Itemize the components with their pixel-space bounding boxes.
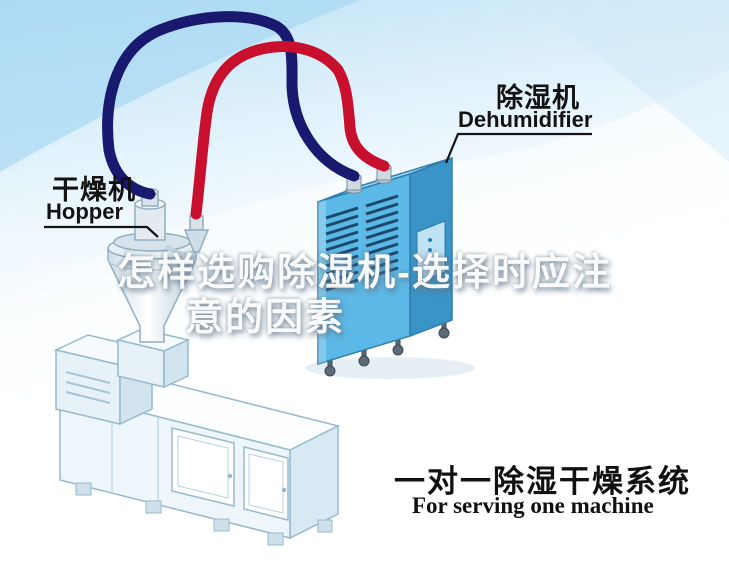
- return-tube: [164, 243, 196, 257]
- machine-door-1: [171, 427, 235, 507]
- front-edge-highlight: [318, 200, 326, 364]
- machine-door-1-inner: [177, 435, 229, 499]
- hopper-label-zh: 干燥机: [52, 175, 136, 205]
- extruder-machine: [53, 328, 341, 546]
- return-fitting-cone: [183, 229, 210, 253]
- dehumidifier-label-en: Dehumidifier: [458, 107, 593, 132]
- dehumidifier-leader-line: [444, 132, 592, 164]
- system-caption-en: For serving one machine: [412, 493, 654, 518]
- system-caption-zh: 一对一除湿干燥系统: [394, 464, 691, 499]
- casters: [324, 319, 450, 377]
- return-air-hose-navy: [102, 11, 360, 200]
- machine-door-2: [243, 446, 289, 521]
- pedestal-side: [163, 338, 189, 389]
- control-panel: [416, 220, 446, 284]
- label-leader-lines: [44, 132, 592, 238]
- dry-air-hose-red: [190, 41, 390, 220]
- dehumidifier-shadow: [305, 357, 475, 379]
- watermark-line-2: 意的因素: [184, 297, 345, 339]
- hopper-leader-line: [44, 225, 159, 238]
- door-handle-2: [281, 487, 287, 493]
- vent-grille-right: [365, 194, 399, 280]
- watermark-line-1: 怎样选购除湿机-选择时应注: [117, 252, 612, 294]
- hopper-label-en: Hopper: [46, 199, 123, 224]
- dehumidifier-label-zh: 除湿机: [496, 83, 580, 113]
- vent-grille-left: [325, 206, 359, 292]
- control-panel-buttons: [428, 238, 432, 262]
- lid-cylinder: [134, 203, 166, 241]
- door-handle-1: [227, 473, 233, 479]
- gearbox-grille: [65, 371, 111, 404]
- machine-feet: [75, 482, 333, 546]
- machine-door-2-inner: [248, 453, 284, 514]
